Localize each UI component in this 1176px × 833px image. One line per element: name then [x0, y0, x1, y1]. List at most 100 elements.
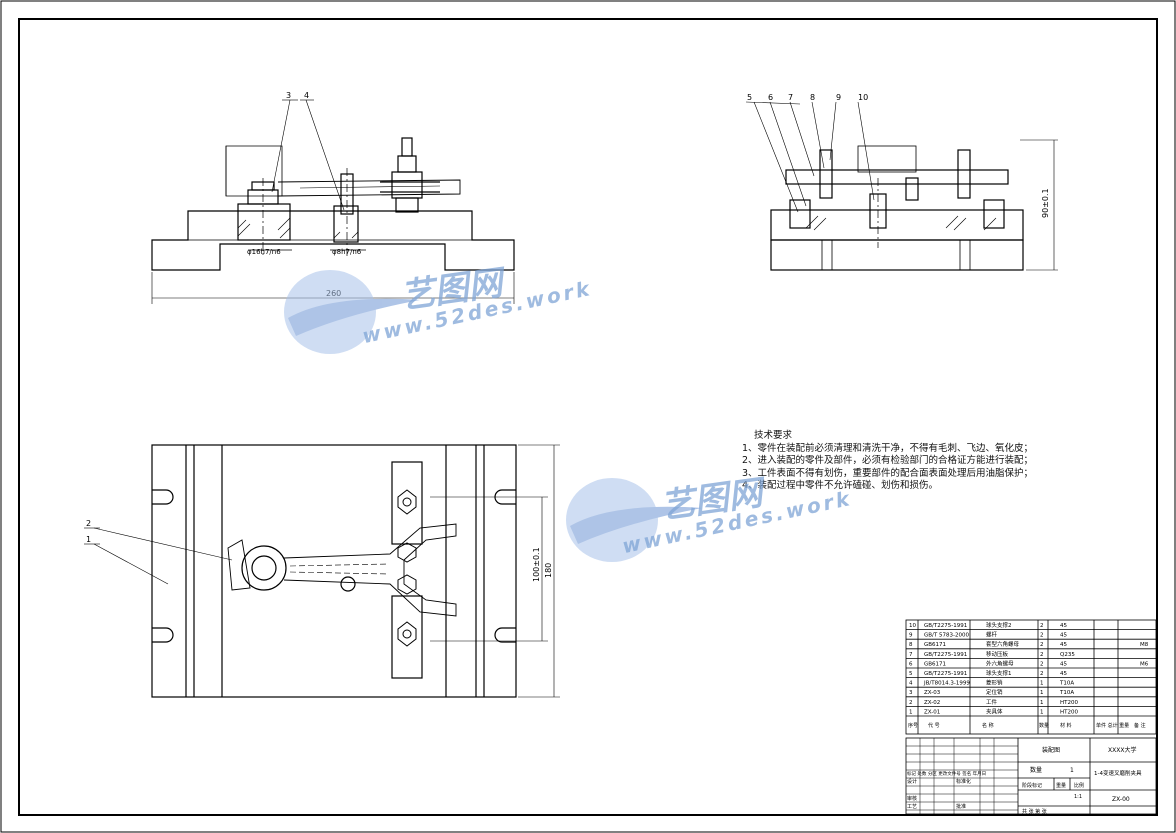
balloon-8: 8 — [810, 93, 815, 102]
bom-cell-code: ZX-03 — [924, 690, 941, 696]
bom-cell-name: 移动压板 — [986, 650, 1009, 658]
bom-cell-name: 工件 — [986, 698, 998, 706]
note-item-2: 2、进入装配的零件及部件，必须有检验部门的合格证方能进行装配； — [742, 455, 1034, 466]
balloon-9: 9 — [836, 93, 841, 102]
bom-cell-mat: 45 — [1060, 633, 1067, 639]
bom-cell-code: GB6171 — [924, 642, 946, 648]
school-name: XXXX大学 — [1108, 746, 1136, 754]
bom-cell-name: 螺杆 — [986, 631, 998, 639]
bom-cell-code: GB/T2275-1991 — [924, 671, 967, 677]
dim-height-90: 90±0.1 — [1041, 188, 1050, 218]
bom-cell-qty: 1 — [1040, 681, 1044, 687]
bom-cell-name: 外六角螺母 — [986, 659, 1014, 667]
weight-label: 重量 — [1056, 782, 1066, 789]
bom-cell-name: 夹具体 — [986, 707, 1003, 715]
balloon-1: 1 — [86, 535, 91, 544]
bom-cell-no: 5 — [909, 671, 913, 677]
drawing-type: 装配图 — [1042, 746, 1060, 754]
bom-cell-no: 7 — [909, 652, 913, 658]
bom-cell-no: 2 — [909, 700, 913, 706]
sheet-count: 共 张 第 张 — [1022, 808, 1047, 815]
bom-cell-qty: 2 — [1040, 623, 1044, 629]
bom-cell-qty: 2 — [1040, 671, 1044, 677]
bom-cell-note: M8 — [1140, 642, 1149, 648]
bom-cell-note: M6 — [1140, 661, 1149, 667]
bom-cell-code: GB/T2275-1991 — [924, 623, 967, 629]
note-item-1: 1、零件在装配前必须清理和清洗干净，不得有毛刺、飞边、氧化皮； — [742, 442, 1034, 454]
drawing-number: ZX-00 — [1112, 796, 1130, 803]
product-name: 1-4变速叉磨削夹具 — [1094, 769, 1142, 777]
bom-cell-mat: 45 — [1060, 642, 1067, 648]
bom-cell-name: 球头支撑1 — [986, 669, 1012, 677]
bom-cell-code: GB6171 — [924, 661, 946, 667]
bom-cell-no: 1 — [909, 709, 913, 715]
bom-cell-no: 4 — [909, 681, 913, 687]
quantity-label: 数量 — [1030, 766, 1042, 774]
fit-label-2: φ8h7/n6 — [332, 248, 362, 256]
bom-cell-name: 定位销 — [986, 688, 1003, 696]
bom-cell-no: 10 — [909, 623, 916, 629]
bom-header-no: 序号 — [908, 722, 918, 729]
bom-cell-no: 6 — [909, 661, 913, 667]
bom-cell-mat: 45 — [1060, 661, 1067, 667]
note-item-4: 4、装配过程中零件不允许磕碰、划伤和损伤。 — [742, 480, 939, 491]
title-block-text: 装配图 XXXX大学 1-4变速叉磨削夹具 数量 1 阶段标记 重量 比例 1:… — [907, 746, 1142, 815]
fit-label-1: φ16h7/n6 — [247, 248, 281, 256]
bom-cell-mat: Q235 — [1060, 652, 1075, 658]
balloon-2: 2 — [86, 519, 91, 528]
bom-header-note: 备 注 — [1134, 722, 1146, 729]
bom-cell-no: 8 — [909, 642, 913, 648]
bom-header-mat: 材 料 — [1060, 722, 1072, 729]
stage-label: 阶段标记 — [1022, 782, 1042, 789]
technical-notes: 技术要求 1、零件在装配前必须清理和清洗干净，不得有毛刺、飞边、氧化皮； 2、进… — [742, 430, 1033, 493]
bom-cell-mat: 45 — [1060, 671, 1067, 677]
bom-cell-mat: T10A — [1059, 690, 1074, 696]
bom-cell-name: 菱形销 — [986, 679, 1003, 687]
bom-cell-name: 套型六角螺母 — [986, 640, 1020, 648]
row-approve: 批准 — [956, 803, 966, 810]
bom-cell-mat: 45 — [1060, 623, 1067, 629]
bom-cell-code: GB/T2275-1991 — [924, 652, 967, 658]
bom-cell-code: JB/T8014.3-1999 — [923, 681, 970, 687]
quantity-value: 1 — [1070, 767, 1074, 774]
row-standard: 标准化 — [956, 778, 971, 785]
bom-cell-qty: 2 — [1040, 661, 1044, 667]
row-process: 工艺 — [907, 804, 917, 810]
bom-cell-qty: 1 — [1040, 690, 1044, 696]
dim-outer-180: 180 — [544, 563, 553, 578]
balloon-6: 6 — [768, 93, 773, 102]
bom-cell-no: 3 — [909, 690, 913, 696]
inner-border — [18, 18, 1158, 816]
bom-cell-code: ZX-01 — [924, 709, 940, 715]
side-view — [745, 101, 1058, 271]
bom-table — [905, 619, 1157, 735]
row-review: 审核 — [907, 795, 917, 802]
bom-cell-mat: HT200 — [1060, 700, 1078, 706]
bom-header-code: 代 号 — [928, 722, 940, 729]
bom-cell-no: 9 — [909, 633, 913, 639]
bom-header-qty: 数量 — [1039, 722, 1049, 729]
watermark-logo-1 — [284, 270, 420, 354]
title-block — [905, 737, 1157, 815]
bom-cell-code: GB/T 5783-2000 — [924, 633, 969, 639]
bom-cell-qty: 2 — [1040, 642, 1044, 648]
bom-cell-mat: HT200 — [1060, 709, 1078, 715]
bom-cell-qty: 2 — [1040, 652, 1044, 658]
bom-cell-mat: T10A — [1059, 681, 1074, 687]
bom-cell-qty: 1 — [1040, 709, 1044, 715]
bom-header-name: 名 称 — [982, 722, 994, 729]
dim-inner-100: 100±0.1 — [532, 547, 541, 582]
balloon-7: 7 — [788, 93, 793, 102]
balloon-5: 5 — [747, 93, 752, 102]
bom-cell-qty: 1 — [1040, 700, 1044, 706]
row-design: 设计 — [907, 778, 917, 785]
scale-value: 1:1 — [1074, 794, 1082, 800]
top-view — [84, 444, 560, 698]
bom-header-weight: 单件 总计 重量 — [1096, 722, 1129, 729]
notes-title: 技术要求 — [754, 430, 793, 441]
note-item-3: 3、工件表面不得有划伤，重要部件的配合面表面处理后用油脂保护； — [742, 467, 1034, 479]
revision-labels: 标记 处数 分区 更改文件号 签名 年月日 — [907, 770, 986, 777]
